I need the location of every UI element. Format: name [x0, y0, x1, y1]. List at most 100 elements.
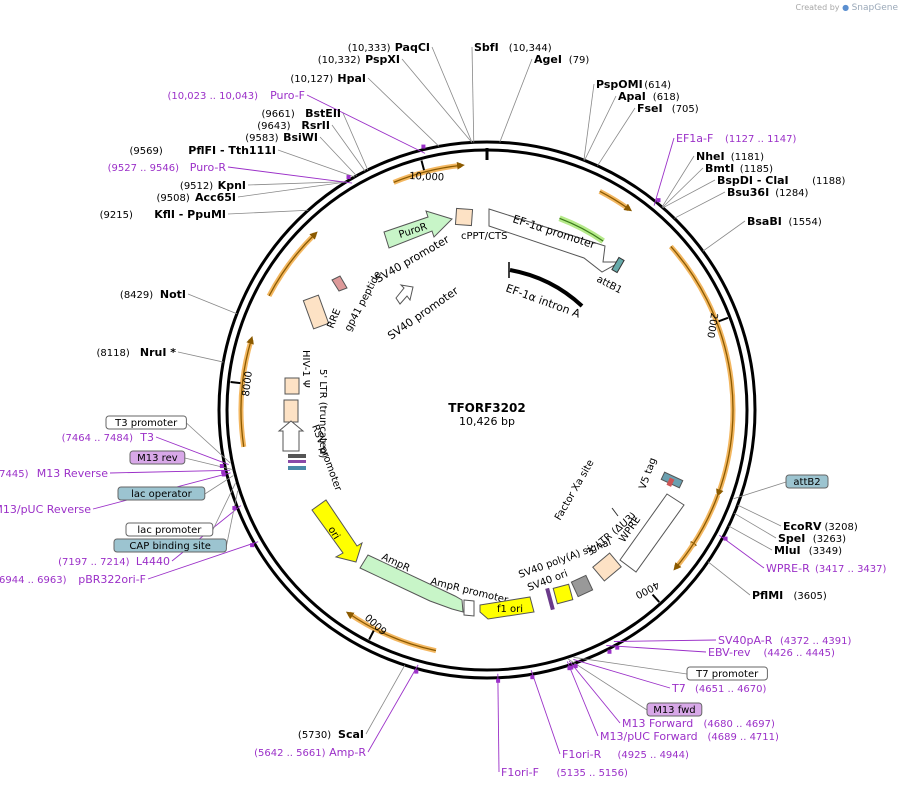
enzyme-name[interactable]: NruI * — [140, 346, 176, 359]
f1-ori-shape[interactable] — [479, 596, 535, 620]
enzyme-name[interactable]: PaqCI — [395, 41, 430, 54]
enzyme-name[interactable]: BsaBI — [747, 215, 782, 228]
orf-arc-line — [673, 543, 695, 571]
enzyme-location: (614) — [644, 80, 671, 91]
rre-shape[interactable] — [302, 294, 330, 330]
primer-marker — [573, 664, 578, 669]
attb1-shape[interactable] — [611, 256, 625, 274]
lac-marker-b — [288, 460, 306, 463]
sv40-ori-shape-b[interactable] — [552, 583, 574, 605]
sv40-ori-shape[interactable] — [545, 587, 555, 611]
ef1a-promoter-shape[interactable] — [488, 208, 622, 273]
enzyme-name[interactable]: MluI — [774, 544, 801, 557]
cppt-label: cPPT/CTS — [461, 231, 507, 242]
primer-location: (4689 .. 4711) — [708, 732, 780, 743]
enzyme-name[interactable]: PflFI - Tth111I — [188, 144, 276, 157]
enzyme-location: (8118) — [97, 348, 130, 359]
enzyme-name[interactable]: RsrII — [301, 119, 330, 132]
primer-name: Puro-F — [270, 89, 305, 102]
feature-box-leader — [733, 481, 787, 500]
primer-marker — [723, 536, 728, 541]
scale-tick — [651, 593, 660, 603]
primer-name: M13/pUC Forward — [600, 730, 698, 743]
primer-leader — [155, 436, 229, 465]
enzyme-name[interactable]: SbfI — [474, 41, 499, 54]
ltr3-shape[interactable] — [592, 552, 622, 582]
enzyme-name[interactable]: Acc65I — [195, 191, 236, 204]
primer-location: (6944 .. 6963) — [0, 575, 67, 586]
enzyme-location: (10,332) — [318, 55, 361, 66]
primer-marker — [219, 464, 224, 469]
feature-box-label: attB2 — [793, 477, 820, 488]
enzyme-location: (10,333) — [348, 43, 391, 54]
enzyme-name[interactable]: HpaI — [337, 72, 366, 85]
cppt-shape[interactable] — [454, 207, 474, 227]
scale-tick — [230, 380, 241, 385]
enzyme-name[interactable]: NheI — [696, 150, 725, 163]
enzyme-name[interactable]: NotI — [160, 288, 186, 301]
enzyme-name[interactable]: ScaI — [338, 728, 364, 741]
primer-name: F1ori-F — [501, 766, 539, 779]
attb1-label: attB1 — [595, 274, 624, 296]
feature-box[interactable] — [646, 702, 703, 717]
enzyme-name[interactable]: FseI — [637, 102, 663, 115]
feature-box[interactable] — [125, 522, 214, 537]
f1-ori-label: f1 ori — [497, 604, 523, 615]
ori-shape[interactable] — [311, 499, 363, 563]
backbone-outer — [217, 140, 757, 680]
enzyme-leader — [237, 181, 347, 198]
enzyme-name[interactable]: BstEII — [305, 107, 341, 120]
ampr-shape[interactable] — [359, 554, 464, 613]
primer-name: M13 Forward — [622, 717, 693, 730]
enzyme-name[interactable]: KflI - PpuMI — [154, 208, 226, 221]
wpre-shape[interactable] — [619, 493, 685, 573]
primer-location: (9527 .. 9546) — [108, 163, 180, 174]
enzyme-name[interactable]: PflMI — [752, 589, 783, 602]
feature-box[interactable] — [785, 474, 829, 489]
primer-location: (4651 .. 4670) — [695, 684, 767, 695]
sv40-polya-shape[interactable] — [570, 574, 594, 598]
enzyme-name[interactable]: BsiWI — [283, 131, 318, 144]
enzyme-name[interactable]: KpnI — [218, 179, 246, 192]
enzyme-name[interactable]: ApaI — [618, 90, 646, 103]
sv40-promoter-lower-shape[interactable] — [395, 284, 414, 305]
feature-box[interactable] — [117, 486, 206, 501]
feature-box-leader — [212, 482, 236, 531]
feature-box[interactable] — [129, 450, 186, 465]
v5-tag-shape-b[interactable] — [666, 477, 675, 487]
rsv-promoter-shape[interactable] — [277, 420, 305, 452]
enzyme-name[interactable]: AgeI — [534, 53, 562, 66]
feature-box-leader — [226, 490, 239, 547]
enzyme-name[interactable]: Bsu36I — [727, 186, 769, 199]
feature-box[interactable] — [686, 666, 768, 681]
enzyme-name[interactable]: SpeI — [778, 532, 805, 545]
primer-location: (4680 .. 4697) — [704, 719, 776, 730]
feature-box[interactable] — [105, 415, 187, 430]
primer-location: (7197 .. 7214) — [58, 557, 130, 568]
scale-tick-label: 8000 — [241, 371, 255, 398]
orf-arc[interactable] — [347, 611, 437, 654]
feature-box[interactable] — [113, 538, 227, 553]
ltr5-shape[interactable] — [283, 399, 299, 423]
enzyme-name[interactable]: EcoRV — [783, 520, 822, 533]
ampr-promoter-shape[interactable] — [463, 599, 475, 617]
enzyme-name[interactable]: PspXI — [365, 53, 400, 66]
enzyme-name[interactable]: BspDI - ClaI — [717, 174, 789, 187]
enzyme-name[interactable]: PspOMI — [596, 78, 643, 91]
intron-arc[interactable] — [509, 268, 584, 308]
primer-leader — [306, 94, 426, 154]
hiv-psi-shape[interactable] — [284, 377, 300, 395]
scale-tick — [368, 630, 375, 640]
enzyme-location: (9215) — [100, 210, 133, 221]
enzyme-location: (9569) — [130, 146, 163, 157]
feature-box-leader — [573, 656, 688, 675]
enzyme-leader — [661, 155, 695, 208]
enzyme-leader — [277, 149, 355, 178]
credit-prefix: Created by — [795, 3, 840, 12]
puror-shape[interactable] — [383, 210, 453, 249]
primer-marker — [221, 469, 226, 474]
scale-tick — [718, 316, 729, 323]
gp41-shape[interactable] — [331, 275, 348, 292]
primer-name: SV40pA-R — [718, 634, 773, 647]
enzyme-name[interactable]: BmtI — [705, 162, 734, 175]
